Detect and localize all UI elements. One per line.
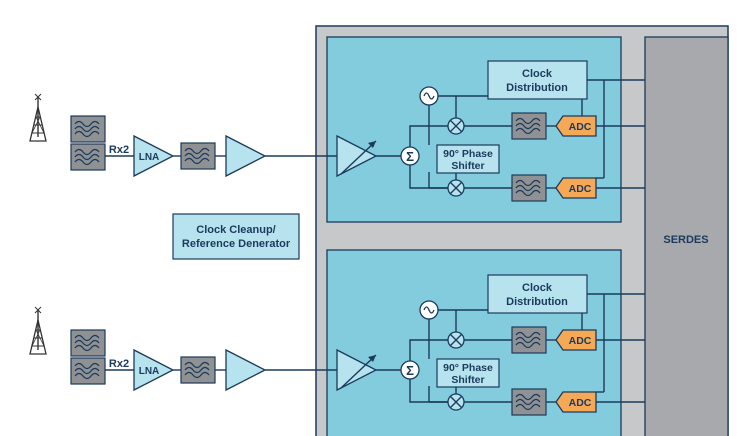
adc-label: ADC — [569, 335, 592, 347]
adc-label: ADC — [569, 121, 592, 133]
clock-distribution-label-1: Clock — [522, 282, 553, 294]
oscillator-icon — [419, 86, 439, 106]
clock-distribution-block — [487, 274, 588, 314]
filter-icon — [180, 142, 216, 170]
clock-cleanup-label-2: Reference Denerator — [182, 238, 291, 250]
filter-icon — [70, 115, 106, 143]
receive-chain-bottom: Rx2 LNA Σ ADC ADC — [29, 274, 645, 416]
filter-icon — [511, 388, 547, 416]
clock-cleanup-block — [172, 213, 300, 260]
variable-gain-amplifier-icon — [336, 348, 378, 392]
filter-icon — [511, 326, 547, 354]
antenna-icon — [29, 93, 47, 142]
adc-label: ADC — [569, 183, 592, 195]
phase-shifter-label-1: 90° Phase — [443, 362, 493, 374]
filter-icon — [180, 356, 216, 384]
phase-shifter-label-2: Shifter — [451, 374, 484, 386]
clock-distribution-label-2: Distribution — [506, 82, 568, 94]
mixer-icon — [447, 393, 465, 411]
rx-gain-label: Rx2 — [109, 144, 129, 156]
filter-icon — [70, 357, 106, 385]
lna-amplifier-icon — [133, 348, 175, 392]
clock-distribution-label-2: Distribution — [506, 296, 568, 308]
filter-icon — [511, 112, 547, 140]
summer-symbol: Σ — [406, 149, 414, 164]
receive-chain-top: Rx2 LNA Σ ADC ADC — [29, 60, 645, 202]
phase-shifter-block — [436, 358, 500, 388]
variable-gain-amplifier-icon — [336, 134, 378, 178]
summer-symbol: Σ — [406, 363, 414, 378]
clock-cleanup-label-1: Clock Cleanup/ — [196, 224, 275, 236]
clock-distribution-label-1: Clock — [522, 68, 553, 80]
serdes-block — [644, 36, 729, 436]
mixer-icon — [447, 179, 465, 197]
amplifier-icon — [225, 348, 267, 392]
filter-icon — [511, 174, 547, 202]
phase-shifter-label-1: 90° Phase — [443, 148, 493, 160]
antenna-icon — [29, 306, 47, 355]
phase-shifter-label-2: Shifter — [451, 160, 484, 172]
filter-icon — [70, 143, 106, 171]
rx-gain-label: Rx2 — [109, 358, 129, 370]
serdes-label: SERDES — [663, 234, 708, 246]
lna-label: LNA — [139, 366, 160, 377]
clock-distribution-block — [487, 60, 588, 100]
amplifier-icon — [225, 134, 267, 178]
lna-amplifier-icon — [133, 134, 175, 178]
mixer-icon — [447, 117, 465, 135]
filter-icon — [70, 329, 106, 357]
oscillator-icon — [419, 300, 439, 320]
mixer-icon — [447, 331, 465, 349]
lna-label: LNA — [139, 152, 160, 163]
adc-label: ADC — [569, 397, 592, 409]
phase-shifter-block — [436, 144, 500, 174]
